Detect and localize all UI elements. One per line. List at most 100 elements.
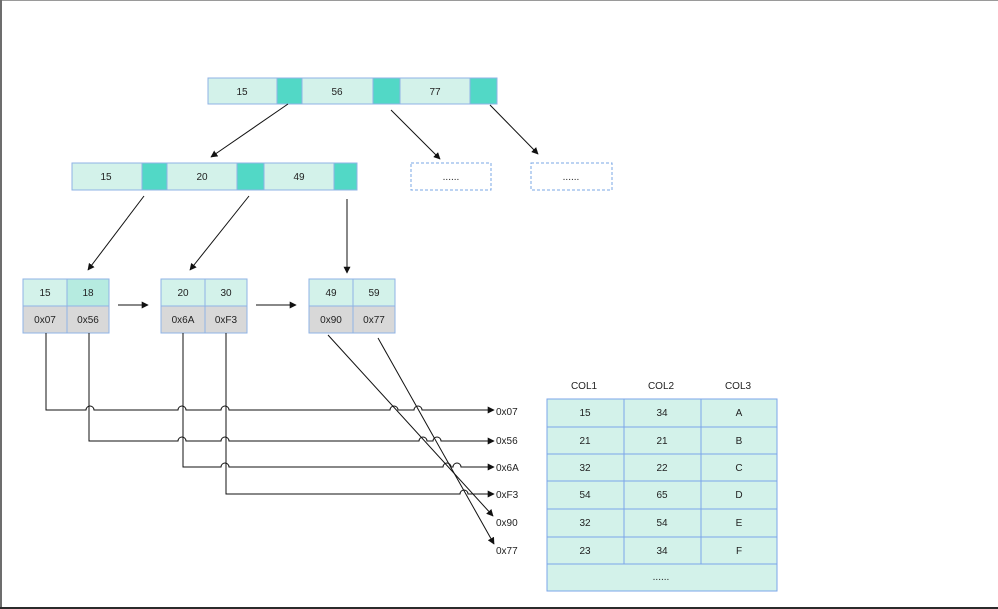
- root-key-cell: [301, 77, 374, 105]
- tree-edge-arrow: [210, 103, 289, 158]
- table-cell: [546, 508, 625, 538]
- table-cell-value: 23: [579, 546, 591, 557]
- table-row: 23 34 F: [546, 536, 778, 565]
- placeholder-label: ......: [443, 172, 460, 183]
- internal-key-label: 49: [293, 172, 305, 183]
- table-row: 32 22 C: [546, 453, 778, 482]
- table-cell-value: A: [736, 408, 743, 419]
- leaf-key-label: 20: [177, 288, 189, 299]
- table-cell-value: 15: [579, 408, 591, 419]
- table-cell: [623, 453, 702, 482]
- leaf-key-label: 59: [368, 288, 380, 299]
- table-column-header: COL1: [571, 381, 598, 392]
- internal-pointer-cell: [236, 162, 265, 191]
- root-key-cell: [207, 77, 278, 105]
- target-address-label: 0x07: [496, 407, 518, 418]
- placeholder-box: [530, 162, 613, 191]
- leaf-node: 20 30 0x6A 0xF3: [160, 278, 248, 334]
- address-pointer-line: [182, 333, 495, 471]
- root-pointer-cell: [469, 77, 498, 105]
- table-column-header: COL2: [648, 381, 675, 392]
- root-key-label: 15: [236, 87, 248, 98]
- table-cell: [700, 508, 778, 538]
- address-pointer-line: [225, 333, 495, 498]
- tree-edge-arrow: [87, 195, 145, 271]
- address-pointer-line: [45, 333, 495, 414]
- address-pointer-line: [88, 333, 495, 445]
- table-cell: [546, 536, 625, 565]
- table-footer-label: ......: [653, 572, 670, 583]
- leaf-key-cell: [204, 278, 248, 307]
- placeholder-node: ......: [410, 162, 492, 191]
- target-address-label: 0x56: [496, 436, 518, 447]
- table-cell-value: 32: [579, 518, 591, 529]
- target-address-label: 0xF3: [496, 490, 519, 501]
- leaf-key-cell: [308, 278, 354, 307]
- leaf-address-cell: [308, 305, 354, 334]
- table-row: 15 34 A: [546, 398, 778, 428]
- window-bottom-border: [0, 607, 998, 609]
- address-pointer-line: [377, 337, 495, 545]
- internal-key-label: 20: [196, 172, 208, 183]
- table-cell-value: F: [736, 546, 742, 557]
- target-address-label: 0x90: [496, 518, 518, 529]
- address-pointer-line: [327, 334, 494, 517]
- leaf-key-cell: [66, 278, 110, 307]
- internal-key-cell: [71, 162, 143, 191]
- leaf-key-label: 49: [325, 288, 337, 299]
- window-top-border: [0, 0, 998, 1]
- table-cell: [546, 480, 625, 510]
- table-cell: [546, 398, 625, 428]
- table-footer-cell: [546, 563, 778, 592]
- root-key-label: 56: [331, 87, 343, 98]
- leaf-address-cell: [204, 305, 248, 334]
- table-cell-value: 54: [579, 490, 591, 501]
- leaf-address-cell: [352, 305, 396, 334]
- table-footer-row: ......: [546, 563, 778, 592]
- table-cell: [546, 453, 625, 482]
- leaf-address-label: 0xF3: [215, 315, 238, 326]
- table-cell-value: 21: [579, 436, 591, 447]
- leaf-address-label: 0x56: [77, 315, 99, 326]
- internal-key-cell: [263, 162, 335, 191]
- window-left-border: [0, 0, 2, 609]
- data-table: COL1 COL2 COL3 15 34 A 21 21 B 32 22: [546, 381, 778, 592]
- leaf-node: 15 18 0x07 0x56: [22, 278, 110, 334]
- root-key-label: 77: [429, 87, 441, 98]
- table-cell-value: 22: [656, 463, 668, 474]
- internal-key-label: 15: [100, 172, 112, 183]
- placeholder-box: [410, 162, 492, 191]
- table-cell-value: 21: [656, 436, 668, 447]
- table-cell-value: C: [735, 463, 742, 474]
- root-pointer-cell: [372, 77, 401, 105]
- table-cell: [546, 426, 625, 455]
- leaf-address-label: 0x07: [34, 315, 56, 326]
- tree-edge-arrow: [489, 104, 539, 155]
- internal-pointer-cell: [141, 162, 168, 191]
- root-node: 15 56 77: [207, 77, 498, 105]
- target-address-label: 0x77: [496, 546, 518, 557]
- table-cell: [623, 508, 702, 538]
- placeholder-label: ......: [563, 172, 580, 183]
- leaf-address-label: 0x77: [363, 315, 385, 326]
- target-address-label: 0x6A: [496, 463, 519, 474]
- table-cell-value: 34: [656, 546, 668, 557]
- table-cell-value: B: [736, 436, 743, 447]
- table-cell-value: 34: [656, 408, 668, 419]
- table-cell-value: 32: [579, 463, 591, 474]
- leaf-key-label: 15: [39, 288, 51, 299]
- table-cell-value: E: [736, 518, 743, 529]
- leaf-key-label: 30: [220, 288, 232, 299]
- table-cell-value: 54: [656, 518, 668, 529]
- tree-edge-arrow: [189, 195, 250, 271]
- leaf-key-label: 18: [82, 288, 94, 299]
- internal-node: 15 20 49: [71, 162, 358, 191]
- leaf-address-label: 0x6A: [172, 315, 195, 326]
- tree-edge-arrow: [390, 109, 441, 160]
- placeholder-node: ......: [530, 162, 613, 191]
- root-pointer-cell: [276, 77, 303, 105]
- table-cell-value: D: [735, 490, 742, 501]
- root-key-cell: [399, 77, 471, 105]
- table-column-header: COL3: [725, 381, 752, 392]
